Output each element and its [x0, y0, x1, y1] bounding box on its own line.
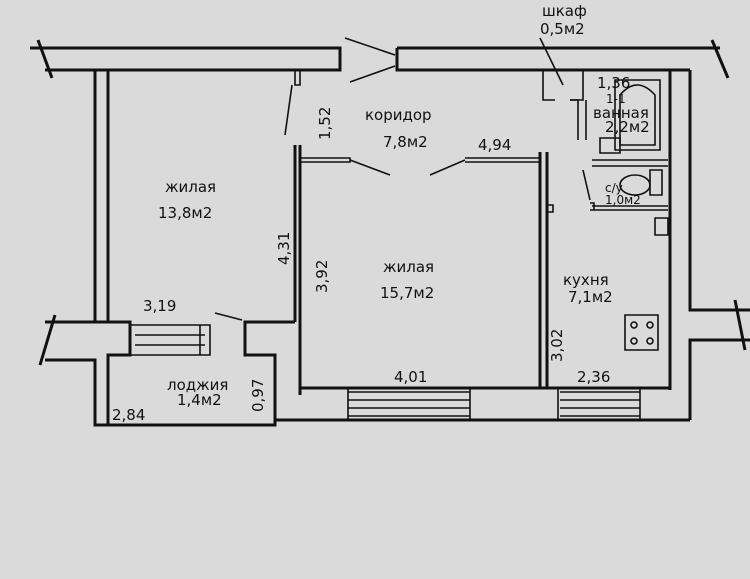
kitchen-area: 7,1м2: [568, 288, 613, 306]
corridor-name: коридор: [365, 106, 432, 124]
toilet-name: с/у: [605, 181, 623, 195]
dim-corridor-width: 1,52: [316, 107, 334, 140]
closet-name: шкаф: [542, 2, 587, 20]
dim-living1-depth: 4,31: [275, 232, 293, 265]
dim-loggia-width: 2,84: [112, 406, 145, 424]
dim-living1-width: 3,19: [143, 297, 176, 315]
dim-bath-width: 1,36: [597, 74, 630, 92]
toilet-area: 1,0м2: [605, 193, 641, 207]
dim-living2-width: 4,01: [394, 368, 427, 386]
corridor-area: 7,8м2: [383, 133, 428, 151]
loggia-area: 1,4м2: [177, 391, 222, 409]
dim-kitchen-depth: 3,02: [548, 329, 566, 362]
dim-living2-depth: 3,92: [313, 260, 331, 293]
section-mark: 1-1: [606, 92, 626, 106]
walls: [30, 37, 750, 427]
dim-corridor-length: 4,94: [478, 136, 511, 154]
loggia-name: лоджия: [167, 376, 228, 394]
closet-area: 0,5м2: [540, 20, 585, 38]
living-room-2-name: жилая: [383, 258, 434, 276]
bathroom-area: 2,2м2: [605, 118, 650, 136]
bathroom-name: ванная: [593, 104, 649, 122]
living-room-2-area: 15,7м2: [380, 284, 434, 302]
living-room-1-area: 13,8м2: [158, 204, 212, 222]
living-room-1-name: жилая: [165, 178, 216, 196]
dim-loggia-depth: 0,97: [249, 379, 267, 412]
dim-kitchen-width: 2,36: [577, 368, 610, 386]
kitchen-name: кухня: [563, 271, 609, 289]
